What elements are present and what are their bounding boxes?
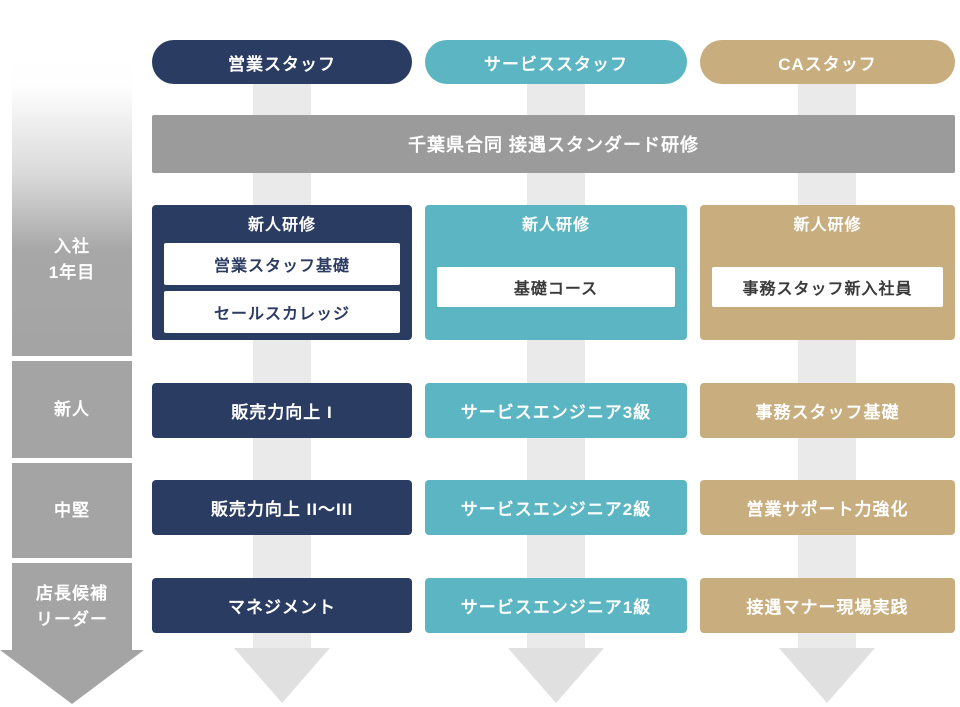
stage-label-line: 中堅 — [54, 500, 90, 520]
flow-arrowhead-ca-icon — [779, 648, 875, 703]
career-axis-segment-year1 — [12, 55, 132, 356]
flow-band-ca — [798, 84, 856, 648]
course-card: 事務スタッフ新入社員 — [712, 267, 943, 307]
course-card: セールスカレッジ — [164, 291, 400, 333]
flow-arrowhead-sales-icon — [234, 648, 330, 703]
level-box-service-leader: サービスエンジニア1級 — [425, 578, 687, 633]
stage-label-year1: 入社 1年目 — [12, 210, 132, 310]
joint-training-banner: 千葉県合同 接遇スタンダード研修 — [152, 115, 955, 173]
rookie-training-box-sales: 新人研修 営業スタッフ基礎 セールスカレッジ — [152, 205, 412, 340]
flow-arrowhead-service-icon — [508, 648, 604, 703]
stage-label-line: 店長候補 — [36, 583, 108, 603]
column-header-sales-staff: 営業スタッフ — [152, 40, 412, 84]
column-header-service-staff: サービススタッフ — [425, 40, 687, 84]
stage-label-line: 新人 — [54, 399, 90, 419]
rookie-training-box-service: 新人研修 基礎コース — [425, 205, 687, 340]
career-axis-segment-leader — [12, 563, 132, 650]
rookie-training-title: 新人研修 — [521, 217, 590, 234]
stage-label-rookie: 新人 — [12, 361, 132, 458]
level-box-sales-leader: マネジメント — [152, 578, 412, 633]
stage-label-leader: 店長候補 リーダー — [12, 563, 132, 650]
career-axis-arrowhead-icon — [0, 650, 144, 704]
stage-label-line: リーダー — [36, 609, 108, 629]
level-box-service-mid: サービスエンジニア2級 — [425, 480, 687, 535]
flow-band-service — [527, 84, 585, 648]
level-box-ca-mid: 営業サポート力強化 — [700, 480, 955, 535]
rookie-training-title: 新人研修 — [247, 217, 316, 234]
stage-label-mid: 中堅 — [12, 463, 132, 558]
column-header-ca-staff: CAスタッフ — [700, 40, 955, 84]
course-card: 営業スタッフ基礎 — [164, 243, 400, 285]
rookie-training-title: 新人研修 — [793, 217, 862, 234]
career-axis-segment-rookie — [12, 361, 132, 458]
stage-label-line: 入社 — [54, 237, 90, 256]
level-box-service-rookie: サービスエンジニア3級 — [425, 383, 687, 438]
stage-label-line: 1年目 — [48, 263, 96, 282]
course-card: 基礎コース — [437, 267, 675, 307]
flow-band-sales — [253, 84, 311, 648]
level-box-ca-leader: 接遇マナー現場実践 — [700, 578, 955, 633]
career-axis-segment-mid — [12, 463, 132, 558]
level-box-ca-rookie: 事務スタッフ基礎 — [700, 383, 955, 438]
level-box-sales-mid: 販売力向上 II〜III — [152, 480, 412, 535]
rookie-training-box-ca: 新人研修 事務スタッフ新入社員 — [700, 205, 955, 340]
level-box-sales-rookie: 販売力向上 I — [152, 383, 412, 438]
